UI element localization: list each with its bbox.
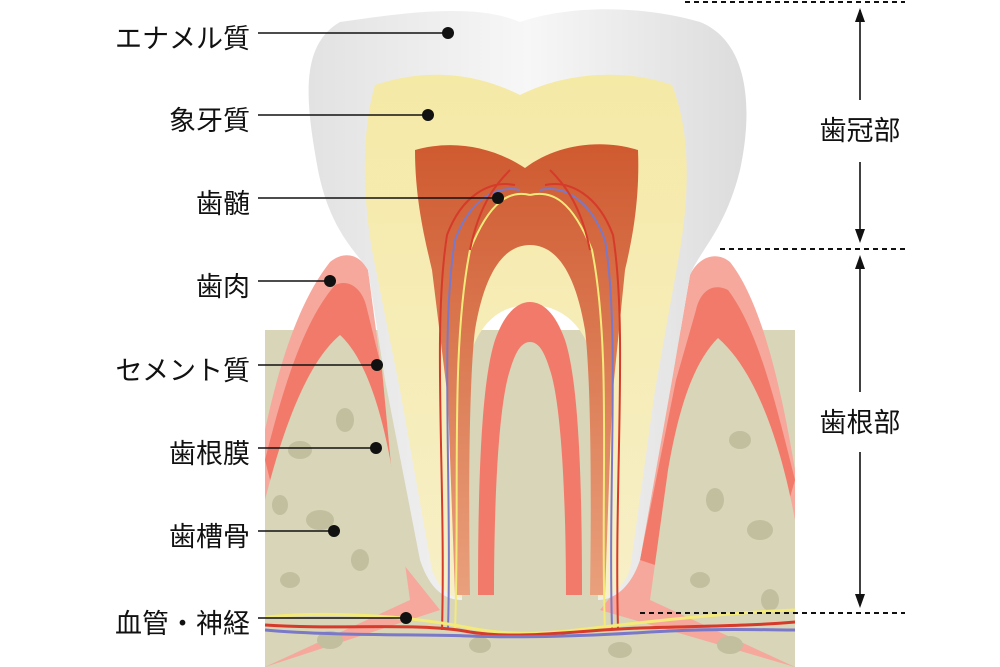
label-dentin-text: 象牙質	[169, 106, 250, 137]
root-region-label: 歯根部	[820, 408, 901, 439]
pulp-shape	[415, 144, 639, 595]
label-alveolar-bone: 歯槽骨	[169, 522, 340, 553]
label-pulp-text: 歯髄	[196, 189, 250, 220]
label-vessels-nerves-text: 血管・神経	[115, 609, 250, 640]
label-alveolar-bone-text: 歯槽骨	[169, 522, 250, 553]
label-gum: 歯肉	[196, 272, 336, 303]
label-cementum-text: セメント質	[116, 356, 250, 387]
crown-region-label: 歯冠部	[820, 116, 901, 147]
label-enamel-text: エナメル質	[115, 24, 250, 55]
label-cementum: セメント質	[116, 356, 383, 387]
label-gum-text: 歯肉	[196, 272, 250, 303]
label-pulp: 歯髄	[196, 189, 504, 220]
root-region-arrow: 歯根部	[820, 255, 901, 608]
label-ligament: 歯根膜	[169, 439, 382, 470]
pulp-vessels	[438, 169, 622, 631]
bottom-vessels	[265, 608, 795, 639]
crown-region-arrow: 歯冠部	[820, 8, 901, 243]
label-enamel: エナメル質	[115, 24, 454, 55]
label-dentin: 象牙質	[169, 106, 434, 137]
label-vessels-nerves: 血管・神経	[115, 609, 412, 640]
label-ligament-text: 歯根膜	[169, 439, 250, 470]
bone-left	[265, 335, 410, 667]
